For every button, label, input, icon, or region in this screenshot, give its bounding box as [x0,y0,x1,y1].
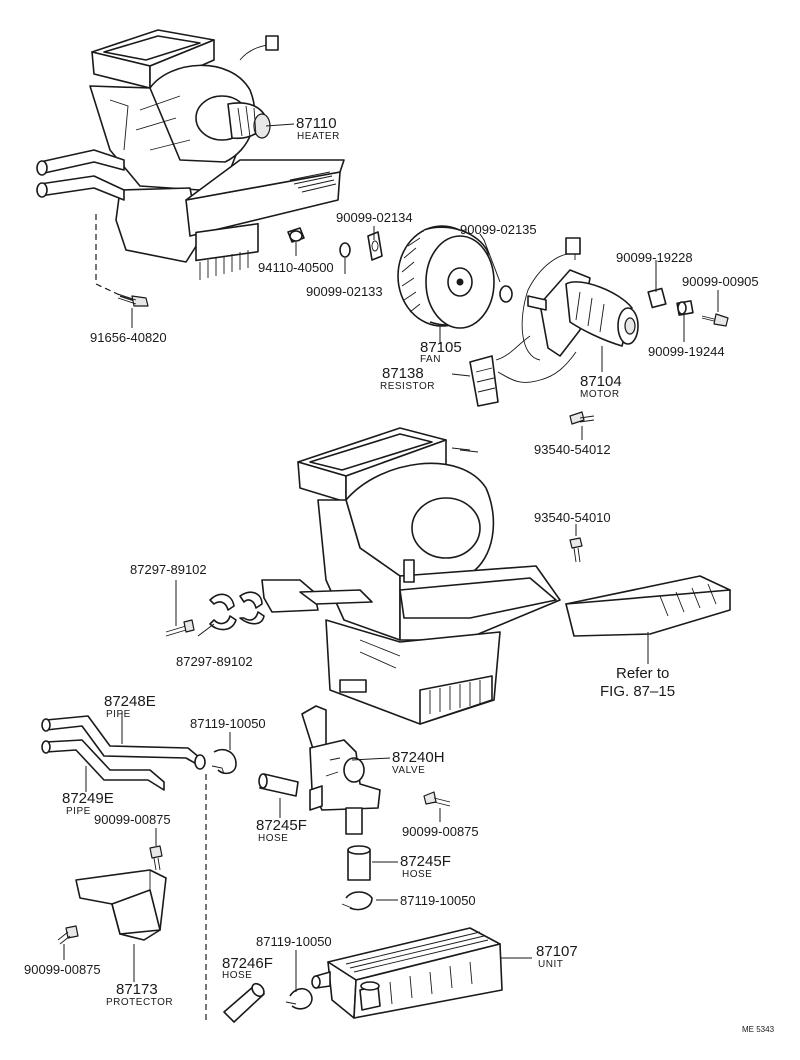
bush-b-drawing [676,300,694,316]
label-bush-b-number: 90099-19244 [648,344,725,359]
clip-d-drawing [285,987,313,1010]
label-screw-b-number: 93540-54012 [534,442,611,457]
label-hose-b-name: HOSE [402,869,432,880]
label-screw-e-number: 90099-00875 [94,812,171,827]
reference-line-2: FIG. 87–15 [600,683,675,700]
label-resistor-number: 87138 [382,365,424,382]
label-screw-c-number: 93540-54010 [534,510,611,525]
label-clip-d-number: 87119-10050 [256,934,332,949]
label-pipe-a-number: 87248E [104,693,156,710]
label-fan-number: 87105 [420,339,462,356]
motor-drawing [521,237,639,361]
hose-c-drawing [223,982,265,1023]
pipes-drawing [41,715,206,791]
label-pipe-a-name: PIPE [106,709,131,720]
protector-drawing [75,869,167,941]
label-pipe-b-number: 87249E [62,790,114,807]
clamp-drawing [165,591,265,637]
label-protector-name: PROTECTOR [106,997,173,1008]
label-hose-c-name: HOSE [222,970,252,981]
label-unit-number: 87107 [536,943,578,960]
label-grommet-number: 94110-40500 [258,260,334,275]
fan-drawing [397,225,495,329]
side-outlet-drawing [565,575,731,637]
part-labels: 87110 HEATER 90099-02134 90099-02135 941… [24,115,775,1034]
reference-line-1: Refer to [616,665,669,682]
label-heater-name: HEATER [297,131,340,142]
label-washer-b-number: 90099-02133 [306,284,383,299]
label-clamp-b-number: 87297-89102 [176,654,253,669]
screw-b-drawing [569,411,595,425]
grommet-drawing [287,227,305,243]
label-hose-a-number: 87245F [256,817,307,834]
leader-lines [63,123,719,992]
hose-b-drawing [347,845,371,881]
label-washer-a-number: 90099-02134 [336,210,413,225]
screw-a-drawing [701,313,729,327]
bush-a-drawing [647,287,667,309]
heater-assembly-drawing [36,29,345,280]
label-fan-name: FAN [420,354,441,365]
label-protector-number: 87173 [116,981,158,998]
resistor-drawing [469,335,577,407]
clip-c-drawing [341,891,373,911]
screw-c-drawing [569,537,583,563]
screw-d-drawing [423,791,451,807]
label-bolt-a-number: 91656-40820 [90,330,167,345]
clip-b-drawing [211,748,237,775]
label-motor-name: MOTOR [580,389,620,400]
label-screw-a-number: 90099-00905 [682,274,759,289]
label-valve-name: VALVE [392,765,425,776]
label-pipe-b-name: PIPE [66,806,91,817]
label-clip-a-number: 90099-02135 [460,222,537,237]
label-hose-b-number: 87245F [400,853,451,870]
center-housing-drawing [261,427,561,725]
label-clip-b-number: 87119-10050 [190,716,266,731]
label-unit-name: UNIT [538,959,563,970]
label-clip-c-number: 87119-10050 [400,893,476,908]
footer-code: ME 5343 [742,1025,775,1034]
label-hose-c-number: 87246F [222,955,273,972]
screw-f-drawing [57,925,79,945]
hose-a-drawing [258,773,299,797]
label-screw-d-number: 90099-00875 [402,824,479,839]
washer-b-drawing [339,242,351,258]
label-hose-a-name: HOSE [258,833,288,844]
clip-a-drawing [499,285,513,303]
label-screw-f-number: 90099-00875 [24,962,101,977]
valve-drawing [301,705,381,835]
label-heater-number: 87110 [296,115,337,132]
label-clamp-a-number: 87297-89102 [130,562,207,577]
washer-a-drawing [367,231,383,261]
label-bush-a-number: 90099-19228 [616,250,693,265]
label-resistor-name: RESISTOR [380,381,435,392]
label-motor-number: 87104 [580,373,622,390]
label-valve-number: 87240H [392,749,445,766]
bolt-a-drawing [117,293,149,307]
screw-e-drawing [149,845,163,871]
unit-drawing [311,927,503,1019]
